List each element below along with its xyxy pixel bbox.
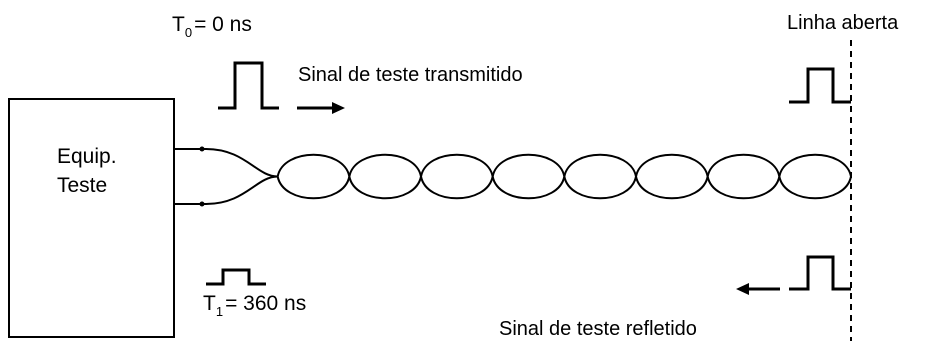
twisted-pair-segment [491, 153, 566, 200]
t1-label: T1= 360 ns [203, 292, 306, 319]
t1-symbol: T [203, 292, 216, 315]
twisted-pair-segment [778, 153, 852, 200]
twisted-pair-segment [635, 153, 709, 200]
twisted-pair-segment [276, 153, 351, 200]
twisted-pair-segment [563, 153, 637, 200]
twisted-pair-segment [348, 153, 422, 200]
open-line-label: Linha aberta [787, 12, 899, 34]
left-arrow-icon [736, 283, 780, 295]
twisted-pair-segment [205, 148, 278, 205]
terminal-dot-bottom [199, 201, 205, 207]
t1-subscript: 1 [216, 304, 223, 319]
reflected-pulse [789, 255, 851, 291]
transmitted-pulse [218, 61, 279, 110]
received-pulse [206, 268, 266, 286]
twisted-pair-segment [706, 153, 781, 200]
equipment-label-line1: Equip. [57, 145, 117, 168]
right-arrow-icon [297, 102, 345, 114]
twisted-pair-line [205, 148, 852, 205]
t1-value: = 360 ns [225, 292, 306, 315]
test-equipment-box [8, 98, 175, 338]
equipment-label-line2: Teste [57, 174, 107, 197]
t0-value: = 0 ns [194, 13, 252, 36]
reflected-signal-label: Sinal de teste refletido [499, 318, 697, 340]
twisted-pair-segment [420, 153, 494, 200]
t0-subscript: 0 [185, 25, 192, 40]
t0-symbol: T [172, 13, 185, 36]
incident-pulse-at-end [789, 67, 851, 104]
transmitted-signal-label: Sinal de teste transmitido [298, 64, 523, 86]
terminal-dot-top [199, 146, 205, 152]
t0-label: T0= 0 ns [172, 13, 252, 40]
